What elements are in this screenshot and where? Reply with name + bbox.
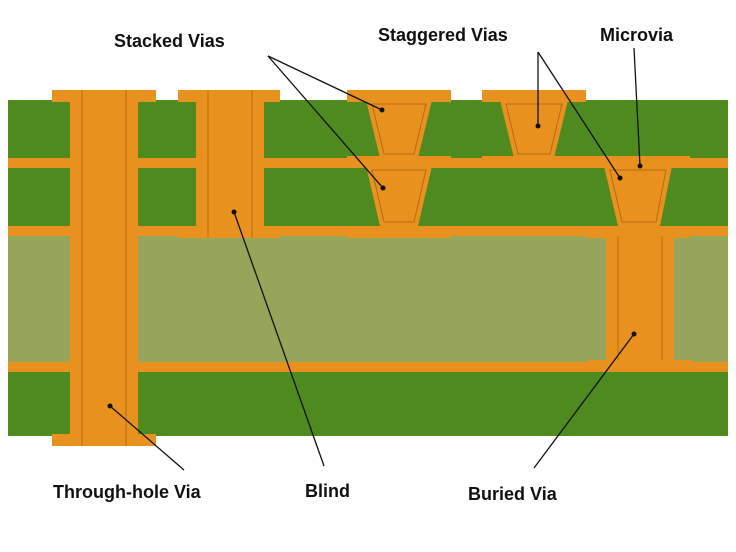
leader-through-hole [109, 405, 185, 471]
staggered-via-top [482, 90, 586, 168]
copper-plane-3 [8, 362, 728, 372]
label-microvia: Microvia [600, 25, 674, 45]
label-through-hole-via: Through-hole Via [53, 482, 202, 502]
leader-staggered-lower [537, 51, 621, 179]
label-staggered-vias: Staggered Vias [378, 25, 508, 45]
through-hole-via [52, 90, 156, 446]
stacked-vias [347, 90, 451, 238]
leader-lines [107, 47, 643, 471]
labels: Stacked Vias Staggered Vias Microvia Thr… [53, 25, 674, 504]
leader-stacked-top [267, 55, 383, 111]
leader-blind [233, 211, 325, 467]
leader-microvia [633, 47, 641, 167]
label-buried-via: Buried Via [468, 484, 558, 504]
leader-buried [533, 333, 635, 469]
microvia [586, 156, 690, 238]
leader-stacked-bottom [267, 55, 384, 189]
label-stacked-vias: Stacked Vias [114, 31, 225, 51]
blind-via [178, 90, 280, 238]
label-blind: Blind [305, 481, 350, 501]
buried-via [588, 236, 692, 372]
